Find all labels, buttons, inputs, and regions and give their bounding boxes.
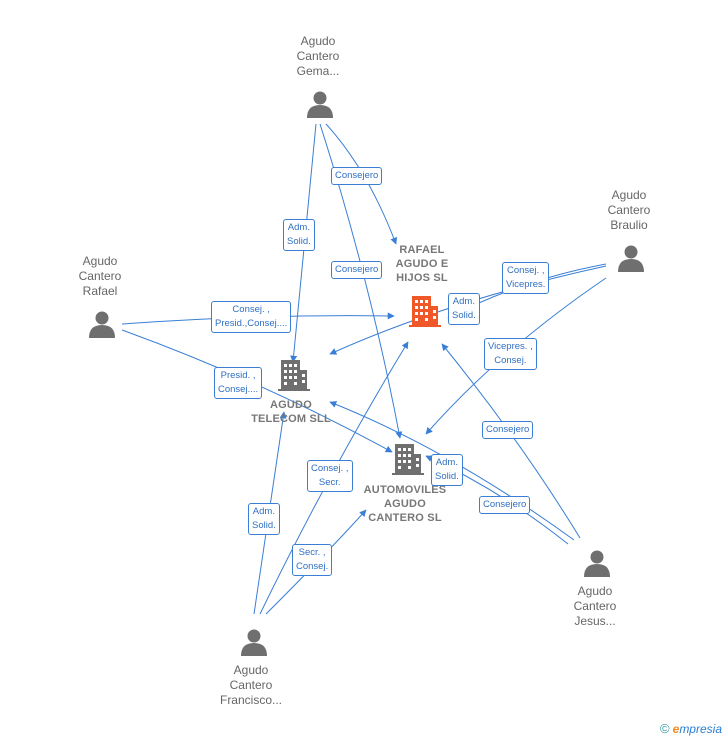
- role-box[interactable]: Adm.Solid.: [448, 293, 480, 325]
- role-box[interactable]: Secr. ,Consej.: [292, 544, 333, 576]
- role-box[interactable]: Vicepres. ,Consej.: [484, 338, 537, 370]
- person-icon[interactable]: [88, 310, 116, 338]
- person-icon[interactable]: [583, 549, 611, 577]
- copyright-symbol: ©: [660, 721, 670, 736]
- brand-logo[interactable]: empresia: [672, 721, 722, 736]
- role-box[interactable]: Consej. ,Secr.: [307, 460, 353, 492]
- person-icon[interactable]: [617, 244, 645, 272]
- brand-footer: © empresia: [660, 721, 722, 736]
- role-box[interactable]: Adm.Solid.: [248, 503, 280, 535]
- role-box[interactable]: Consejero: [482, 421, 534, 439]
- person-icon[interactable]: [240, 628, 268, 656]
- building-icon[interactable]: [409, 294, 441, 328]
- role-box[interactable]: Consejero: [331, 261, 383, 279]
- role-box[interactable]: Consejero: [331, 167, 383, 185]
- building-icon[interactable]: [392, 442, 424, 476]
- role-box[interactable]: Adm.Solid.: [431, 454, 463, 486]
- role-box[interactable]: Presid. ,Consej....: [214, 367, 263, 399]
- edge-gema-automoviles: [319, 123, 403, 439]
- role-box[interactable]: Consejero: [479, 496, 531, 514]
- role-box[interactable]: Consej. ,Vicepres.: [502, 262, 550, 294]
- role-box[interactable]: Adm.Solid.: [283, 219, 315, 251]
- role-box[interactable]: Consej. ,Presid.,Consej....: [211, 301, 292, 333]
- person-icon[interactable]: [306, 90, 334, 118]
- building-icon[interactable]: [278, 358, 310, 392]
- edge-jesus-rafael-agudo: [441, 343, 581, 539]
